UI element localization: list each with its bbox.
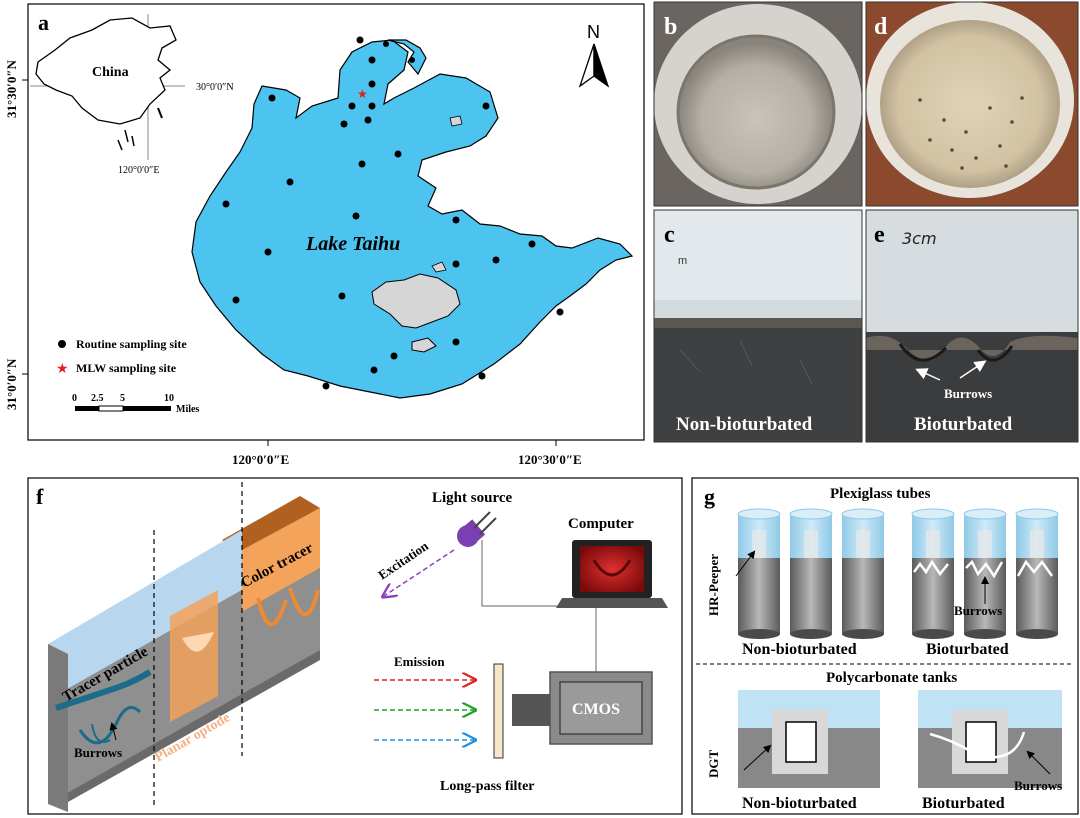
tube	[963, 508, 1007, 639]
legend-mlw-label: MLW sampling site	[76, 361, 177, 375]
computer-label: Computer	[568, 516, 634, 532]
panel-d-photo: d	[865, 1, 1079, 207]
china-inset: China 30°0′0″N 120°0′0″E	[30, 14, 234, 176]
sediment-block	[48, 482, 320, 812]
computer-icon	[556, 540, 668, 608]
panel-letter-g: g	[704, 484, 715, 509]
plexiglass-title: Plexiglass tubes	[830, 486, 931, 502]
hr-peeper-label: HR-Peeper	[706, 554, 721, 616]
panel-b-photo: b	[653, 1, 863, 207]
burrows-annotation-e: Burrows	[944, 386, 992, 401]
svg-text:N: N	[587, 22, 600, 42]
island-shape	[371, 273, 461, 329]
svg-text:m: m	[678, 255, 687, 267]
svg-text:2.5: 2.5	[91, 393, 104, 404]
polycarbonate-tank-left	[738, 690, 880, 788]
light-source-label: Light source	[432, 490, 512, 506]
panel-a-map: a China 30°0′0″N 120°0′0″E N Lake Taihu	[4, 3, 645, 467]
caption-non-bioturbated: Non-bioturbated	[676, 414, 813, 435]
dgt-label: DGT	[706, 750, 721, 779]
china-label: China	[92, 65, 129, 80]
tube	[789, 508, 833, 639]
scale-bar: 0 2.5 5 10 Miles	[72, 393, 199, 415]
inset-lon-label: 120°0′0″E	[118, 165, 159, 176]
tube	[737, 508, 781, 639]
china-outline	[35, 17, 177, 125]
mlw-site-marker: ★	[357, 87, 368, 101]
svg-text:CMOS: CMOS	[572, 701, 620, 718]
inset-lat-label: 30°0′0″N	[196, 82, 234, 93]
tubes-non-bio-label: Non-bioturbated	[742, 641, 857, 658]
lon-label-right: 120°30′0″E	[518, 452, 582, 467]
tube	[841, 508, 885, 639]
long-pass-filter	[493, 663, 504, 759]
panel-letter-b: b	[664, 14, 677, 40]
cmos-camera: CMOS	[512, 671, 653, 745]
panel-letter-a: a	[38, 10, 49, 35]
polycarbonate-tank-right	[918, 690, 1062, 788]
panel-letter-d: d	[874, 14, 888, 40]
routine-sampling-sites	[222, 36, 564, 390]
lat-label-bottom: 31°0′0″N	[4, 358, 19, 410]
tubes-bio-label: Bioturbated	[926, 641, 1009, 658]
legend-routine-label: Routine sampling site	[76, 337, 187, 351]
tanks-non-bio-label: Non-bioturbated	[742, 795, 857, 812]
handwriting-note: 3cm	[902, 229, 937, 248]
burrows-label-g: Burrows	[954, 603, 1002, 618]
tube	[1015, 508, 1059, 639]
caption-bioturbated: Bioturbated	[914, 414, 1013, 435]
legend-mlw-icon: ★	[56, 362, 69, 377]
panel-letter-e: e	[874, 222, 885, 248]
polycarbonate-title: Polycarbonate tanks	[826, 670, 957, 686]
tube	[911, 508, 955, 639]
svg-text:Miles: Miles	[176, 404, 199, 415]
svg-text:10: 10	[164, 393, 174, 404]
svg-text:5: 5	[120, 393, 125, 404]
north-arrow: N	[578, 22, 610, 88]
map-legend: Routine sampling site ★ MLW sampling sit…	[56, 337, 187, 377]
lake-taihu-shape	[191, 39, 634, 399]
lon-label-left: 120°0′0″E	[232, 452, 289, 467]
panel-e-photo: e 3cm Burrows Bioturbated	[865, 209, 1079, 443]
emission-label: Emission	[394, 654, 445, 669]
plexiglass-tubes	[737, 508, 1059, 639]
panel-c-photo: c m Non-bioturbated	[653, 209, 863, 443]
panel-f-diagram: f	[27, 477, 683, 815]
svg-text:0: 0	[72, 393, 77, 404]
burrows-label-g-bottom: Burrows	[1014, 778, 1062, 793]
panel-letter-c: c	[664, 222, 675, 248]
lake-name-label: Lake Taihu	[305, 233, 400, 255]
filter-label: Long-pass filter	[440, 779, 535, 794]
light-source-icon	[457, 511, 497, 547]
burrows-label-f: Burrows	[74, 745, 122, 760]
lat-label-top: 31°30′0″N	[4, 59, 19, 118]
panel-g-diagram: g Plexiglass tubes HR-Peeper	[691, 477, 1079, 815]
tanks-bio-label: Bioturbated	[922, 795, 1005, 812]
panel-letter-f: f	[36, 484, 44, 509]
